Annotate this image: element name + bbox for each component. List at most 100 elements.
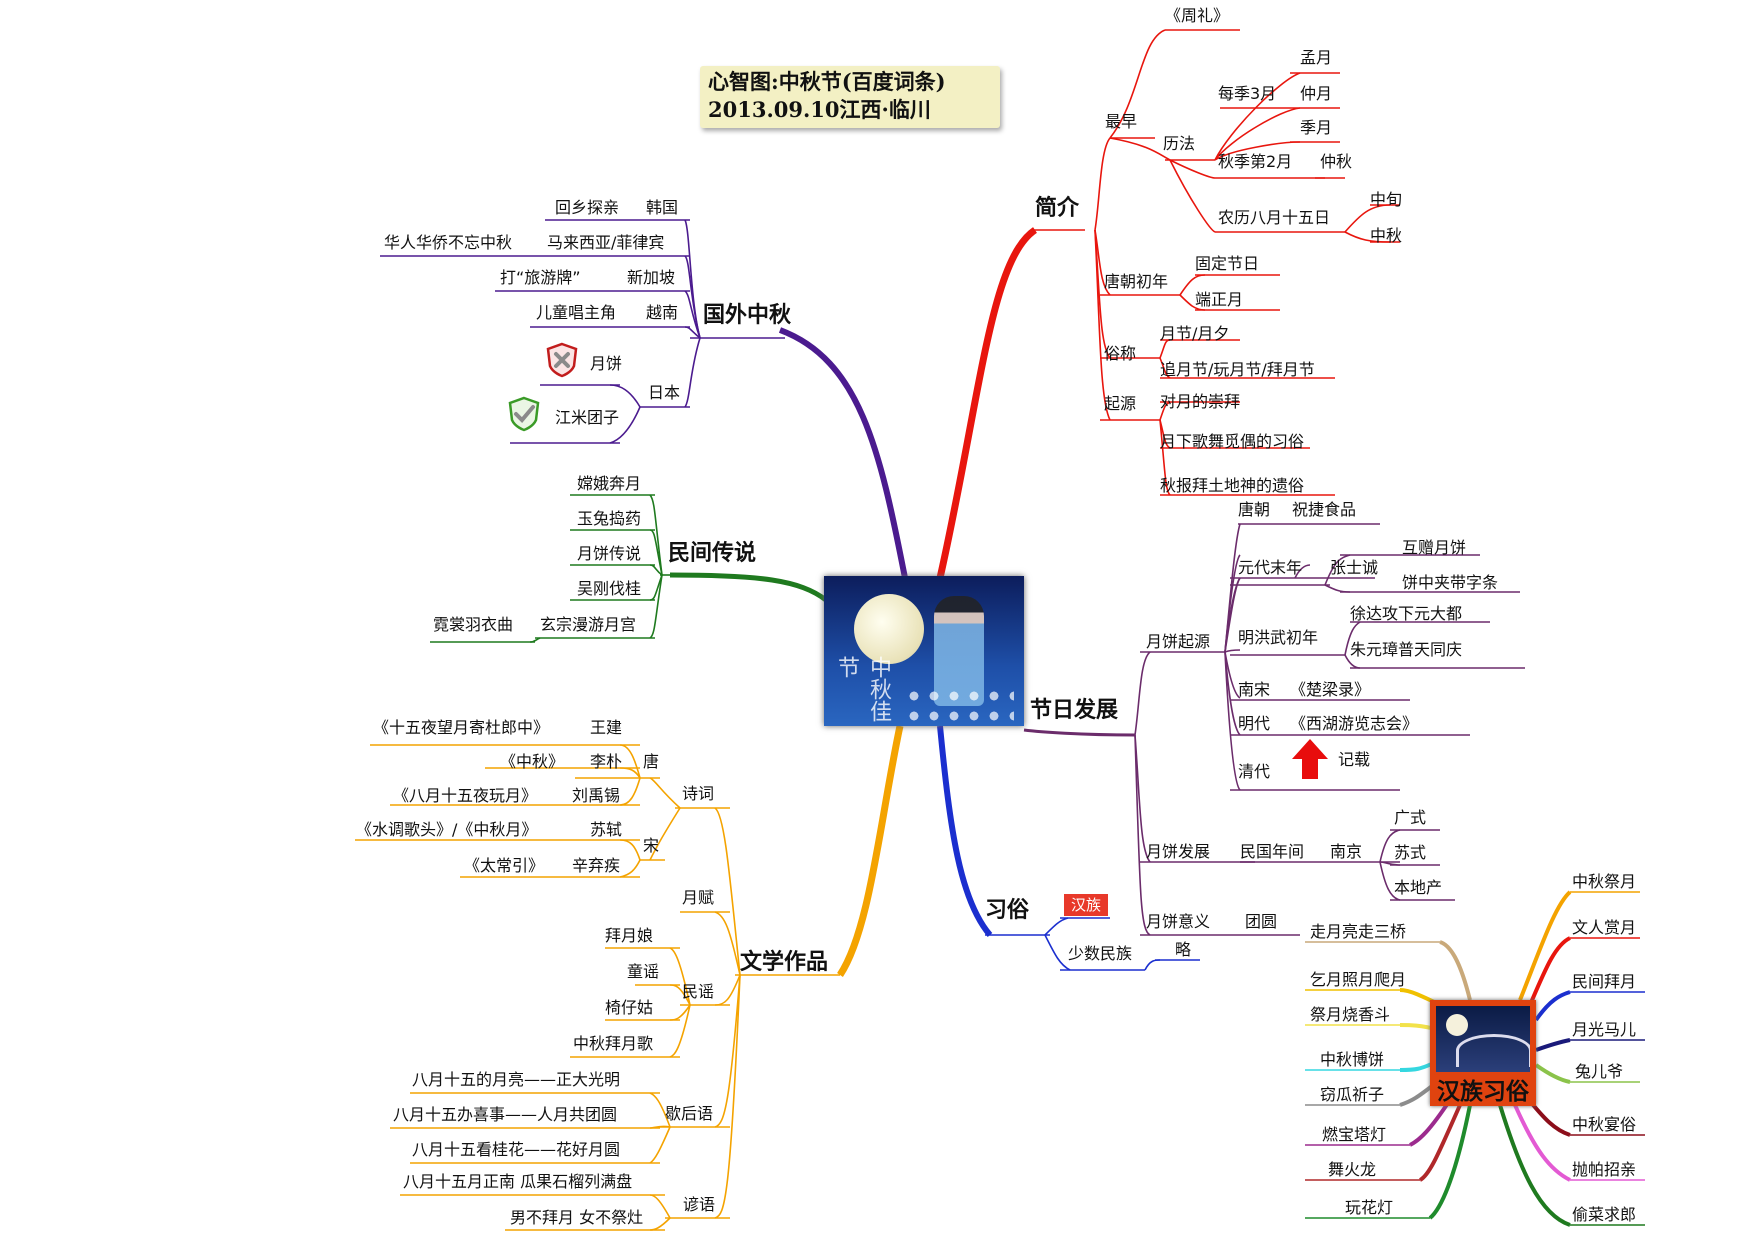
node-yuenan[interactable]: 越南 <box>646 303 679 322</box>
node-tuanyuan[interactable]: 团圆 <box>1245 912 1278 931</box>
node-qiyuan[interactable]: 起源 <box>1104 394 1137 413</box>
hanzu-right-item[interactable]: 兔儿爷 <box>1575 1062 1624 1081</box>
node-hanguo-leaf[interactable]: 回乡探亲 <box>555 198 620 217</box>
node-xihu[interactable]: 《西湖游览志会》 <box>1290 714 1419 733</box>
hanzu-left-item[interactable]: 祭月烧香斗 <box>1310 1005 1391 1024</box>
hanzu-right-item[interactable]: 民间拜月 <box>1572 972 1637 991</box>
node-wangjian-work[interactable]: 《十五夜望月寄杜郎中》 <box>373 718 550 737</box>
node-jieri[interactable]: 节日发展 <box>1030 698 1119 723</box>
hanzu-left-item[interactable]: 走月亮走三桥 <box>1310 922 1407 941</box>
node-yuebing-fazhan[interactable]: 月饼发展 <box>1146 842 1211 861</box>
node-bendi[interactable]: 本地产 <box>1394 878 1443 897</box>
node-duanzheng[interactable]: 端正月 <box>1195 290 1244 309</box>
node-tongyao[interactable]: 童谣 <box>627 962 660 981</box>
node-mingchu[interactable]: 明洪武初年 <box>1238 628 1319 647</box>
node-nanjing[interactable]: 南京 <box>1330 842 1363 861</box>
node-riben[interactable]: 日本 <box>648 383 681 402</box>
node-change[interactable]: 嫦娥奔月 <box>577 474 642 493</box>
node-zhongqiubai[interactable]: 中秋拜月歌 <box>573 1034 654 1053</box>
node-yizaigu[interactable]: 椅仔姑 <box>605 998 654 1017</box>
node-lipu[interactable]: 李朴 <box>590 752 623 771</box>
node-qiuji[interactable]: 秋季第2月 <box>1218 152 1293 171</box>
node-chongbai[interactable]: 对月的崇拜 <box>1160 392 1241 411</box>
node-gewu[interactable]: 月下歌舞觅偶的习俗 <box>1160 432 1305 451</box>
node-shaoshu[interactable]: 少数民族 <box>1068 944 1133 963</box>
node-wenxue[interactable]: 文学作品 <box>740 950 829 975</box>
node-liuyuxi[interactable]: 刘禹锡 <box>572 786 621 805</box>
node-x1[interactable]: 八月十五的月亮——正大光明 <box>412 1070 621 1089</box>
node-liuyuxi-work[interactable]: 《八月十五夜玩月》 <box>393 786 538 805</box>
node-yanyu[interactable]: 谚语 <box>683 1195 716 1214</box>
hanzu-right-item[interactable]: 中秋宴俗 <box>1572 1115 1637 1134</box>
node-guding[interactable]: 固定节日 <box>1195 254 1260 273</box>
hanzu-left-item[interactable]: 乞月照月爬月 <box>1310 970 1407 989</box>
node-xinjiapo[interactable]: 新加坡 <box>627 268 676 287</box>
node-qingdai[interactable]: 清代 <box>1238 762 1271 781</box>
node-tang[interactable]: 唐 <box>643 752 660 771</box>
node-hanguo[interactable]: 韩国 <box>646 198 679 217</box>
node-tangchao[interactable]: 唐朝初年 <box>1104 272 1169 291</box>
hanzu-right-item[interactable]: 抛帕招亲 <box>1572 1160 1637 1179</box>
node-xinqiji-work[interactable]: 《太常引》 <box>464 856 545 875</box>
node-shici[interactable]: 诗词 <box>682 784 715 803</box>
node-yuefu[interactable]: 月赋 <box>682 888 715 907</box>
hanzu-left-item[interactable]: 玩花灯 <box>1345 1198 1394 1217</box>
node-yuebing-yiyi[interactable]: 月饼意义 <box>1146 912 1211 931</box>
node-zhouli[interactable]: 《周礼》 <box>1165 6 1230 25</box>
node-zhuyuanzhang[interactable]: 朱元璋普天同庆 <box>1350 640 1463 659</box>
node-huzeng[interactable]: 互赠月饼 <box>1402 538 1467 557</box>
node-mengyue[interactable]: 孟月 <box>1300 48 1333 67</box>
node-song[interactable]: 宋 <box>643 836 660 855</box>
node-xinjiapo-leaf[interactable]: 打“旅游牌” <box>500 268 581 287</box>
node-minjian[interactable]: 民间传说 <box>668 541 757 566</box>
node-chuliang[interactable]: 《楚梁录》 <box>1290 680 1371 699</box>
hanzu-right-item[interactable]: 中秋祭月 <box>1572 872 1637 891</box>
node-baiyueniang[interactable]: 拜月娘 <box>605 926 654 945</box>
node-jizai[interactable]: 记载 <box>1338 750 1371 769</box>
node-tangchao-jr[interactable]: 唐朝 <box>1238 500 1271 519</box>
node-hanzu-tag[interactable]: 汉族 <box>1064 894 1108 916</box>
node-bingzhong[interactable]: 饼中夹带字条 <box>1402 573 1499 592</box>
node-meiji[interactable]: 每季3月 <box>1218 84 1277 103</box>
node-sushi-work[interactable]: 《水调歌头》/《中秋月》 <box>356 820 538 839</box>
node-wugang[interactable]: 吴刚伐桂 <box>577 579 642 598</box>
node-yuebing-legend[interactable]: 月饼传说 <box>577 544 642 563</box>
node-zhangshicheng[interactable]: 张士诚 <box>1330 558 1379 577</box>
node-minguo[interactable]: 民国年间 <box>1240 842 1305 861</box>
hanzu-right-item[interactable]: 偷菜求郎 <box>1572 1205 1637 1224</box>
node-yuejie[interactable]: 月节/月夕 <box>1160 324 1230 343</box>
node-lipu-work[interactable]: 《中秋》 <box>500 752 565 771</box>
node-wangjian[interactable]: 王建 <box>590 718 623 737</box>
hanzu-left-item[interactable]: 舞火龙 <box>1328 1160 1377 1179</box>
node-nansong[interactable]: 南宋 <box>1238 680 1271 699</box>
hanzu-left-item[interactable]: 燃宝塔灯 <box>1322 1125 1387 1144</box>
node-xinqiji[interactable]: 辛弃疾 <box>572 856 621 875</box>
node-lifa[interactable]: 历法 <box>1163 134 1196 153</box>
node-malai[interactable]: 马来西亚/菲律宾 <box>547 233 665 252</box>
node-suchen[interactable]: 俗称 <box>1104 344 1137 363</box>
node-xuda[interactable]: 徐达攻下元大都 <box>1350 604 1463 623</box>
node-nongli[interactable]: 农历八月十五日 <box>1218 208 1331 227</box>
node-malai-leaf[interactable]: 华人华侨不忘中秋 <box>384 233 513 252</box>
hanzu-left-item[interactable]: 中秋博饼 <box>1320 1050 1385 1069</box>
node-y1[interactable]: 八月十五月正南 瓜果石榴列满盘 <box>403 1172 633 1191</box>
node-zhongyue[interactable]: 仲月 <box>1300 84 1333 103</box>
node-zuizao[interactable]: 最早 <box>1105 112 1138 131</box>
node-yutu[interactable]: 玉兔捣药 <box>577 509 642 528</box>
node-lue[interactable]: 略 <box>1175 940 1192 959</box>
hanzu-right-item[interactable]: 月光马儿 <box>1572 1020 1637 1039</box>
node-yuandai[interactable]: 元代末年 <box>1238 558 1303 577</box>
node-mingdai[interactable]: 明代 <box>1238 714 1271 733</box>
node-xuanzong[interactable]: 玄宗漫游月宫 <box>540 615 637 634</box>
node-yuenan-leaf[interactable]: 儿童唱主角 <box>536 303 617 322</box>
node-yuebing[interactable]: 月饼 <box>590 354 623 373</box>
node-jiangmi[interactable]: 江米团子 <box>555 408 620 427</box>
node-zhuiyue[interactable]: 追月节/玩月节/拜月节 <box>1160 360 1315 379</box>
hanzu-right-item[interactable]: 文人赏月 <box>1572 918 1637 937</box>
hanzu-left-item[interactable]: 窃瓜祈子 <box>1320 1085 1385 1104</box>
node-jiyue[interactable]: 季月 <box>1300 118 1333 137</box>
node-guangshi[interactable]: 广式 <box>1394 808 1427 827</box>
node-zhujie[interactable]: 祝捷食品 <box>1292 500 1357 519</box>
node-zhongqiu1[interactable]: 仲秋 <box>1320 152 1353 171</box>
node-sushi[interactable]: 苏轼 <box>590 820 623 839</box>
